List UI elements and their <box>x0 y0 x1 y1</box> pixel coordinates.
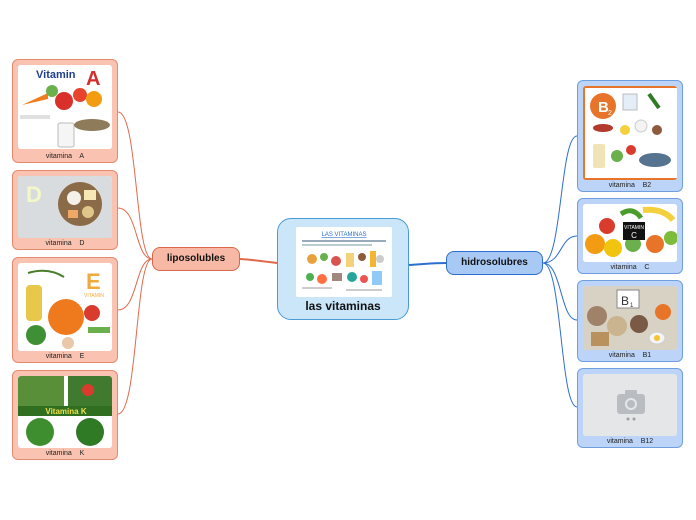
vitamina-b1-image: B 1 <box>583 286 677 350</box>
connector-vit-e <box>117 258 153 311</box>
vitamina-k-label: vitamina K <box>45 450 85 457</box>
connector-vit-k <box>117 258 153 415</box>
vitamina-b1-image-sub: 1 <box>630 303 634 309</box>
vitamina-k-image-text: Vitamina K <box>45 407 86 416</box>
vitamina-a-image-text: Vitamin <box>36 69 76 81</box>
vitamina-e-image-text: VITAMIN <box>84 293 104 299</box>
vitamina-b1-label: vitamina B1 <box>608 352 652 359</box>
vitamina-k-image: Vitamina K <box>18 376 112 448</box>
vitamina-c-image-text: VITAMIN <box>624 225 644 231</box>
card-vitamina-e[interactable]: E VITAMIN vitamina E <box>12 257 118 363</box>
card-vitamina-b12[interactable]: vitamina B12 <box>577 368 683 448</box>
card-vitamina-b2[interactable]: B 2 vitamina B2 <box>577 80 683 192</box>
connector-vit-b2 <box>542 135 578 264</box>
central-topic-image: LAS VITAMINAS <box>296 227 392 297</box>
card-vitamina-a[interactable]: Vitamin A vitamina A <box>12 59 118 163</box>
vitamina-b2-image-sub: 2 <box>608 110 612 117</box>
connector-central-left <box>239 258 278 264</box>
vitamina-d-image: D <box>18 176 112 238</box>
card-vitamina-d[interactable]: D vitamina D <box>12 170 118 250</box>
connector-vit-d <box>117 207 153 260</box>
camera-icon <box>617 390 645 414</box>
connector-vit-a <box>117 111 153 260</box>
branch-hidrosolubres[interactable]: hidrosolubres <box>446 251 543 275</box>
vitamina-b2-label: vitamina B2 <box>608 182 652 189</box>
vitamina-b2-image: B 2 <box>583 86 677 180</box>
vitamina-b12-image <box>583 374 677 436</box>
vitamina-b2-image-letter: B <box>598 99 609 116</box>
vitamina-e-image: E VITAMIN <box>18 263 112 351</box>
central-topic-title: las vitaminas <box>305 299 381 313</box>
vitamina-c-image: VITAMIN C <box>583 204 677 262</box>
vitamina-d-label: vitamina D <box>45 240 85 247</box>
vitamina-c-image-letter: C <box>631 231 637 240</box>
connector-vit-b12 <box>542 262 578 408</box>
card-vitamina-c[interactable]: VITAMIN C vitamina C <box>577 198 683 274</box>
branch-liposolubles[interactable]: liposolubles <box>152 247 240 271</box>
vitamina-b1-image-letter: B <box>621 294 629 308</box>
connector-central-right <box>408 262 447 266</box>
central-topic[interactable]: LAS VITAMINAS las vitaminas <box>277 218 409 320</box>
card-vitamina-b1[interactable]: B 1 vitamina B1 <box>577 280 683 362</box>
connector-vit-c <box>542 235 578 264</box>
connector-vit-b1 <box>542 262 578 321</box>
vitamina-c-label: vitamina C <box>610 264 650 271</box>
vitamina-e-label: vitamina E <box>45 353 85 360</box>
card-vitamina-k[interactable]: Vitamina K vitamina K <box>12 370 118 460</box>
vitamina-b12-label: vitamina B12 <box>606 438 654 445</box>
vitamina-a-label: vitamina A <box>45 153 85 160</box>
vitamina-d-image-letter: D <box>26 182 42 207</box>
central-image-caption: LAS VITAMINAS <box>322 232 367 238</box>
vitamina-a-image-letter: A <box>86 68 100 90</box>
vitamina-e-image-letter: E <box>86 269 101 294</box>
vitamina-a-image: Vitamin A <box>18 65 112 149</box>
